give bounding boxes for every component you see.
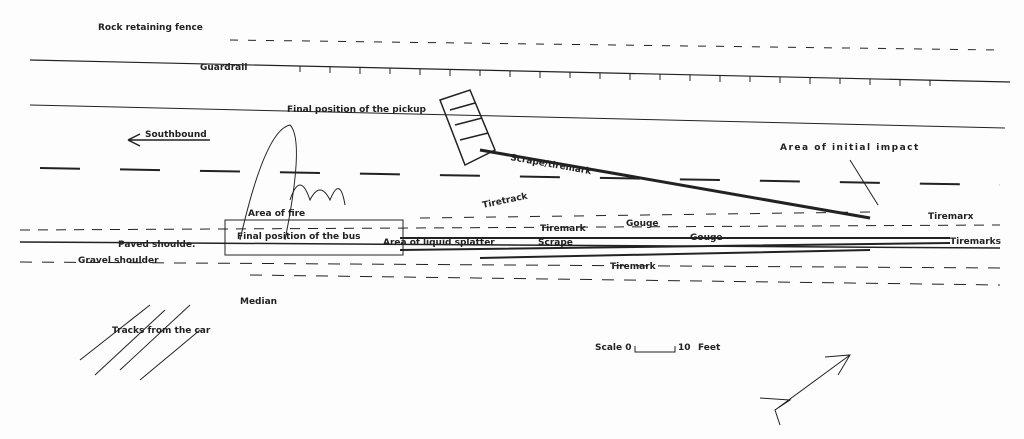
scale-unit: Feet bbox=[698, 343, 721, 353]
label-gravel-shoulder: Gravel shoulder bbox=[78, 256, 159, 266]
southbound-arrow-icon bbox=[127, 133, 210, 147]
gravel-edge-line bbox=[19, 261, 1001, 269]
car-tracks bbox=[79, 304, 201, 381]
scrape-tiremark-line bbox=[479, 148, 871, 220]
label-bus-final: Final position of the bus bbox=[237, 232, 361, 242]
guardrail-posts bbox=[299, 66, 931, 86]
road-edge-line bbox=[29, 104, 1006, 129]
label-area-fire: Area of fire bbox=[248, 209, 305, 219]
label-gouge-1: Gouge bbox=[626, 219, 659, 229]
label-median: Median bbox=[240, 297, 277, 307]
scale-value: 10 bbox=[678, 343, 691, 353]
label-pickup-final: Final position of the pickup bbox=[287, 105, 427, 115]
road-edge-south bbox=[19, 241, 1001, 249]
label-car-tracks: Tracks from the car bbox=[112, 326, 211, 336]
guardrail-line bbox=[29, 59, 1011, 83]
label-southbound: Southbound bbox=[145, 130, 207, 140]
label-gouge-2: Gouge bbox=[690, 233, 723, 243]
label-tiretrack: Tiretrack bbox=[482, 191, 530, 211]
label-tiremark-1: Tiremark bbox=[540, 224, 587, 234]
tiretrack-line bbox=[419, 211, 871, 219]
label-tiremark-2: Tiremark bbox=[610, 262, 657, 272]
label-liquid-splatter: Area of liquid splatter bbox=[383, 238, 495, 248]
tiremark-lines bbox=[399, 237, 951, 259]
label-tiremarks: Tiremarks bbox=[950, 237, 1001, 247]
label-rock-fence: Rock retaining fence bbox=[98, 23, 203, 33]
scale-prefix: Scale 0 bbox=[595, 343, 631, 353]
label-scrape-tiremark: Scrape/tiremark bbox=[509, 153, 592, 177]
label-guardrail: Guardrail bbox=[200, 63, 247, 73]
lane-center-dashes bbox=[39, 167, 1001, 186]
label-initial-impact: Area of initial impact bbox=[780, 143, 920, 153]
pickup-vehicle bbox=[439, 89, 496, 167]
scale-bar bbox=[634, 346, 676, 353]
label-paved-shoulder: Paved shoulde. bbox=[118, 240, 195, 250]
fog-line bbox=[19, 224, 1001, 231]
north-arrow-icon bbox=[759, 354, 851, 426]
label-scrape: Scrape bbox=[538, 238, 573, 248]
fence-line bbox=[229, 39, 1001, 51]
label-tiremark-3: Tiremarx bbox=[928, 212, 974, 222]
impact-arrow bbox=[849, 159, 879, 206]
median-edge-line bbox=[249, 274, 1001, 286]
